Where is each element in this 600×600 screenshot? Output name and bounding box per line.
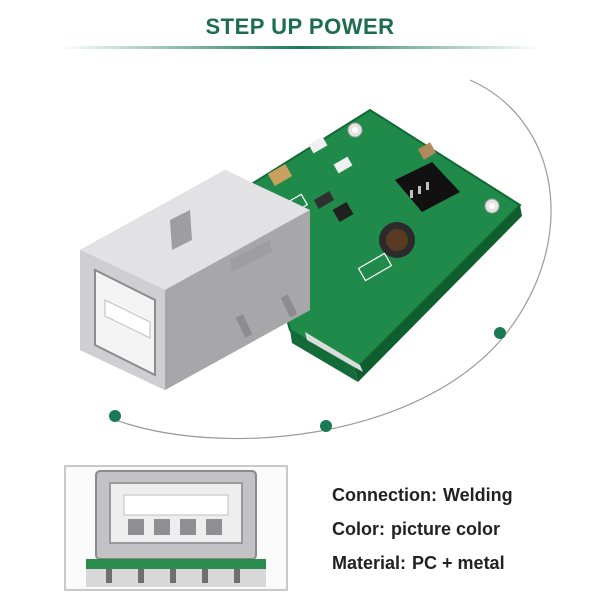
usb-front-view-icon [86, 470, 266, 587]
spec-material: Material:PC + metal [332, 546, 513, 580]
usb-port-icon [80, 170, 310, 390]
title-underline [60, 46, 540, 49]
spec-value: PC + metal [412, 553, 505, 573]
spec-value: Welding [443, 485, 513, 505]
spec-label: Color: [332, 519, 385, 539]
spec-value: picture color [391, 519, 501, 539]
product-image [80, 108, 522, 390]
page-title: STEP UP POWER [205, 14, 395, 39]
spec-list: Connection: Welding Color: picture color M… [332, 478, 513, 580]
spec-color: Color: picture color [332, 512, 513, 546]
spec-label: Material: [332, 553, 407, 573]
pcb-board-icon [248, 108, 522, 382]
spec-connection: Connection: Welding [332, 478, 513, 512]
decor-dot-middle [320, 420, 332, 432]
spec-label: Connection: [332, 485, 437, 505]
decor-dot-right [494, 327, 506, 339]
inset-front-view [64, 465, 288, 591]
decor-dot-left [109, 410, 121, 422]
